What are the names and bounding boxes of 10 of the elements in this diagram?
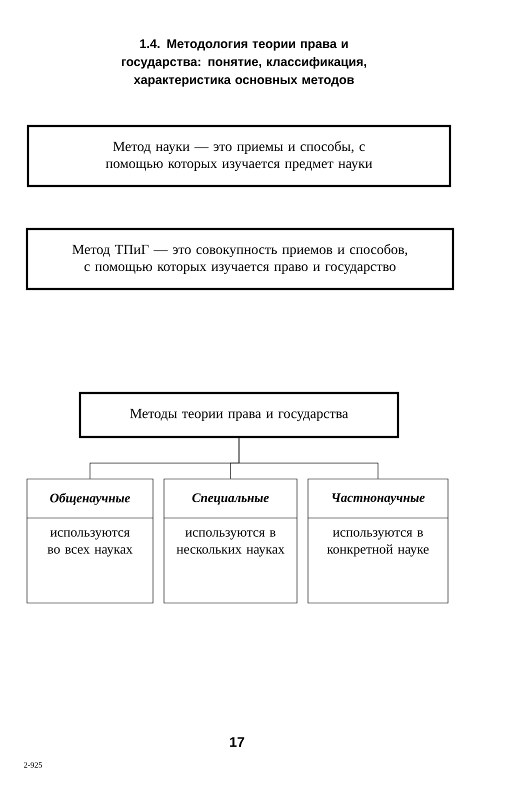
print-code: 2-925 [24, 762, 42, 768]
page-number: 17 [230, 737, 244, 747]
definition-box: Метод ТПиГ — это совокупность приемов и способов, с помощью которых изучается право и государство [26, 228, 454, 290]
method-box: Специальные используются в нескольких науках [164, 478, 298, 604]
method-box: Общенаучные используются во всех науках [26, 478, 154, 604]
method-box: Частнонаучные используются в конкретной науке [308, 478, 448, 604]
title: 1.4. Методология теории права и государства: понятие, классификация, характеристика основных методов [122, 39, 366, 87]
connector [238, 438, 378, 479]
definition-box: Метод науки — это приемы и способы, с помощью которых изучается предмет науки [26, 124, 452, 188]
definition-box: Методы теории права и государства [78, 392, 400, 438]
